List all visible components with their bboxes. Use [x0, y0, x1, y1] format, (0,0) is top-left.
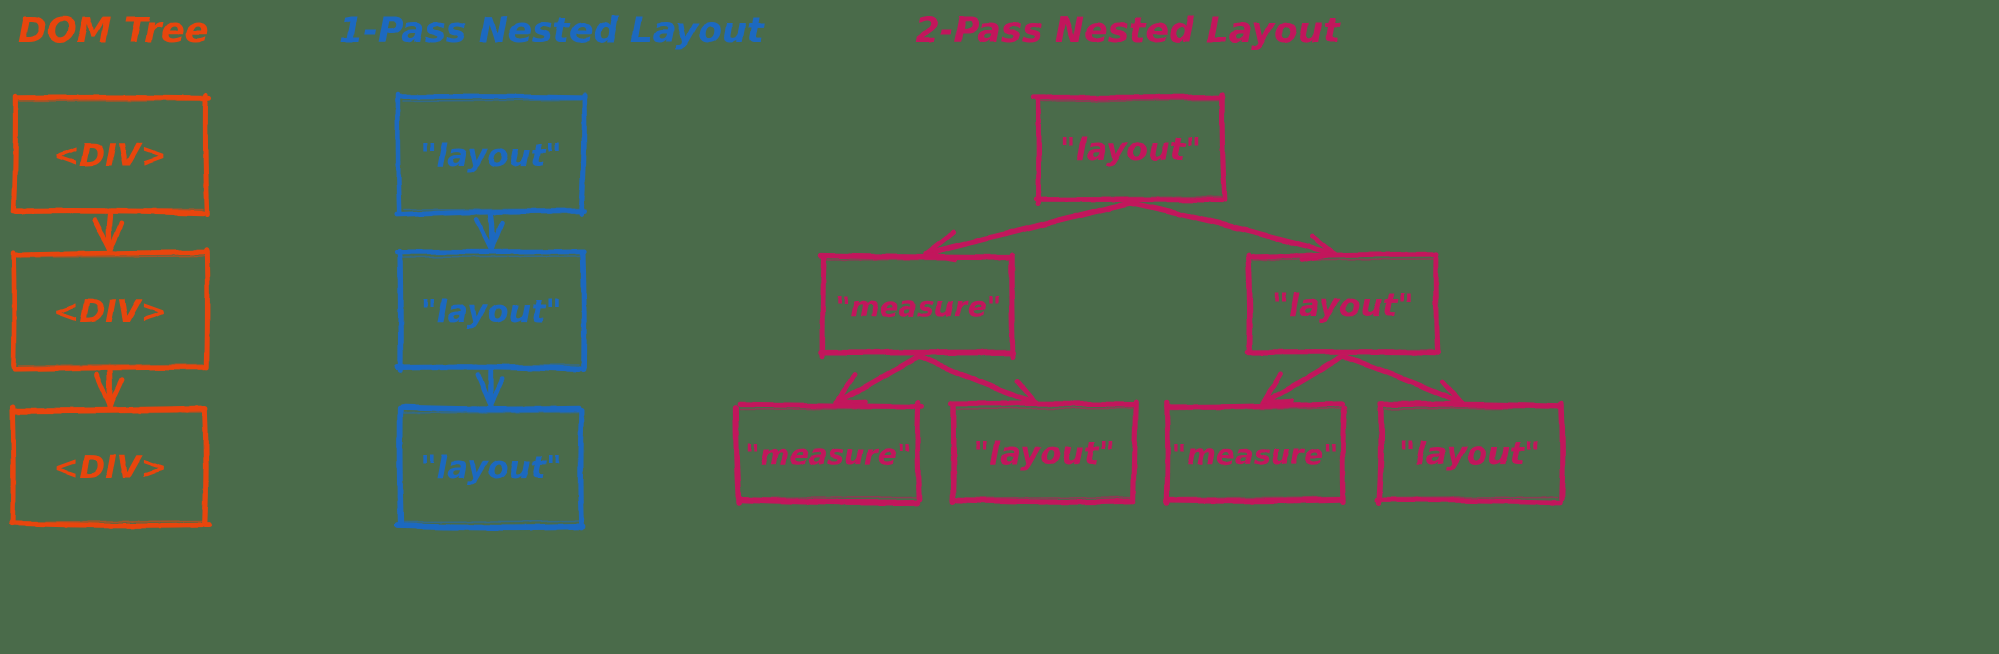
- node-label-tp-ll: "measure": [746, 438, 912, 471]
- titles-layer: DOM Tree 1-Pass Nested Layout 2-Pass Neste…: [18, 11, 1341, 51]
- node-box-dom-3: [9, 404, 213, 528]
- node-box-tp-lr: [948, 399, 1139, 505]
- edge-dom-1-to-dom-2: [92, 212, 124, 253]
- node-label-dom-2: <DIV>: [53, 294, 166, 330]
- section-title-two-pass: 2-Pass Nested Layout: [915, 11, 1341, 51]
- node-box-op-1: [394, 92, 587, 218]
- node-label-tp-lr: "layout": [973, 436, 1114, 472]
- node-label-tp-l: "measure": [836, 290, 1002, 323]
- node-label-tp-rr: "layout": [1399, 436, 1540, 472]
- node-label-tp-rl: "measure": [1172, 438, 1338, 471]
- node-box-op-3: [394, 404, 586, 531]
- node-label-dom-1: <DIV>: [53, 138, 166, 174]
- node-label-op-3: "layout": [420, 450, 561, 486]
- edge-op-2-to-op-3: [475, 368, 506, 409]
- node-box-op-2: [394, 248, 587, 373]
- edge-tp-r-to-tp-rl: [1260, 353, 1346, 406]
- node-box-tp-ll: [732, 400, 925, 506]
- node-box-tp-root: [1030, 91, 1228, 207]
- section-title-one-pass: 1-Pass Nested Layout: [339, 11, 765, 51]
- node-box-tp-rr: [1374, 400, 1566, 507]
- node-label-op-2: "layout": [420, 294, 561, 330]
- node-box-dom-2: [11, 247, 210, 372]
- labels-layer: <DIV> <DIV> <DIV> "layout" "layout" "layout" "…: [53, 132, 1540, 486]
- section-title-dom-tree: DOM Tree: [18, 11, 209, 51]
- node-box-tp-rl: [1164, 399, 1348, 507]
- node-label-tp-root: "layout": [1060, 132, 1201, 168]
- node-box-dom-1: [11, 92, 213, 217]
- boxes-layer: [9, 91, 1566, 531]
- edge-dom-2-to-dom-3: [94, 368, 125, 409]
- edge-op-1-to-op-2: [473, 212, 505, 253]
- node-box-tp-r: [1244, 251, 1440, 356]
- node-label-op-1: "layout": [420, 138, 561, 174]
- edge-tp-l-to-tp-ll: [833, 353, 922, 406]
- node-label-dom-3: <DIV>: [53, 450, 166, 486]
- node-box-tp-l: [818, 252, 1017, 360]
- node-label-tp-r: "layout": [1272, 288, 1413, 324]
